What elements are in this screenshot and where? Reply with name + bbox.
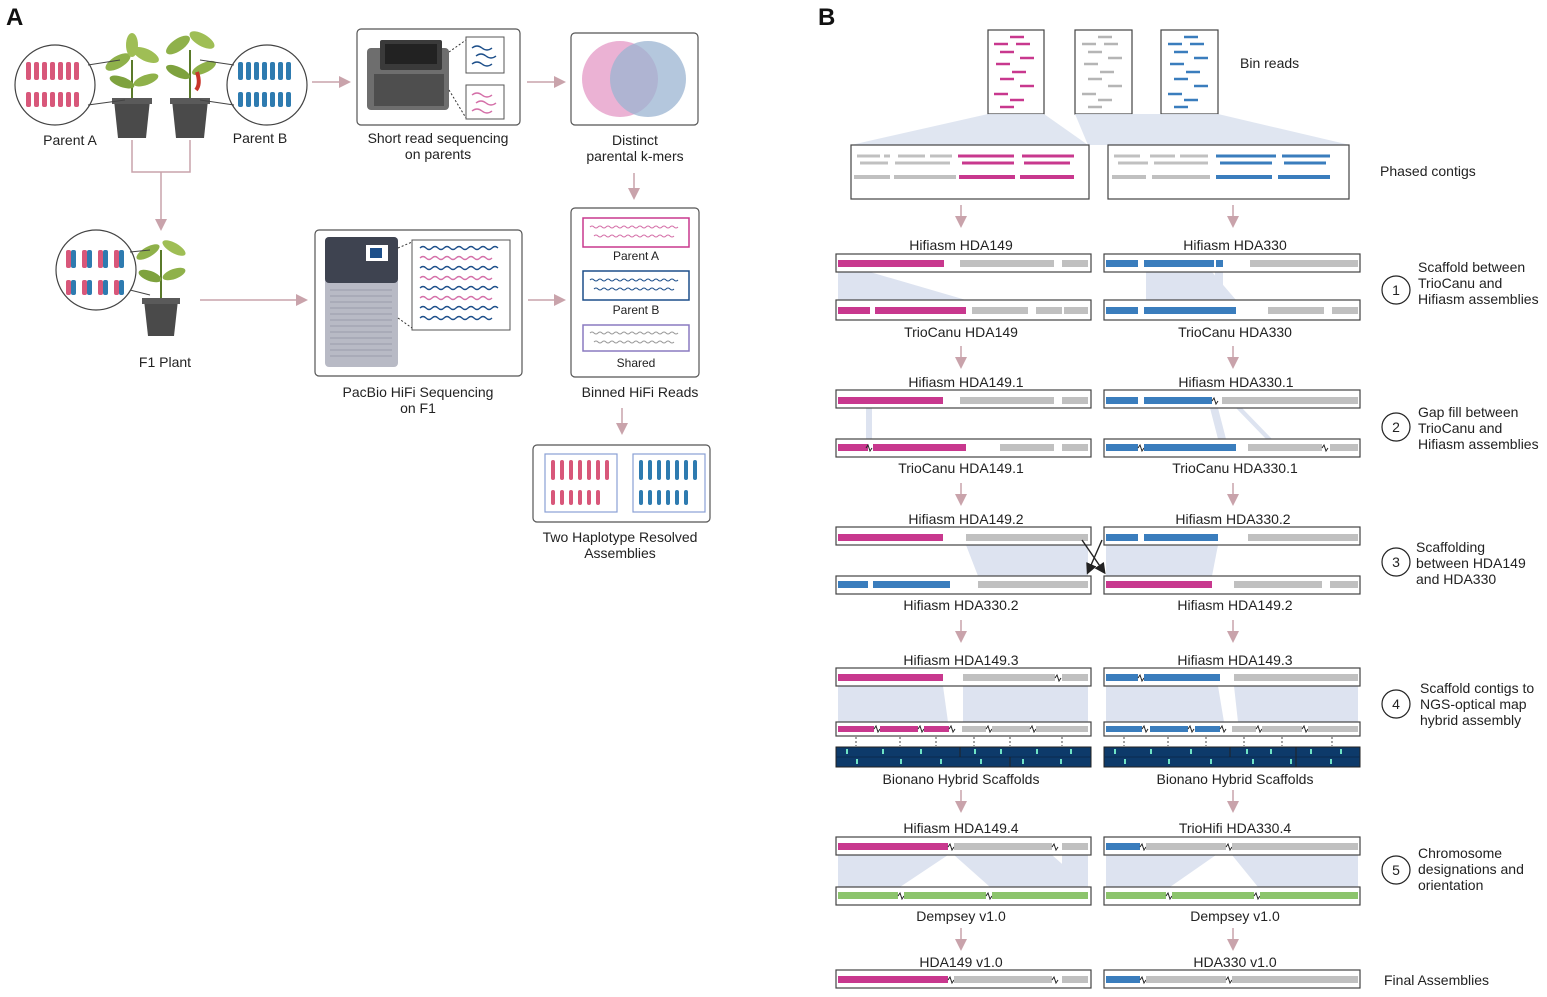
haplotype-b-icon — [639, 460, 697, 505]
step4-top-right-track — [1103, 667, 1361, 687]
step1-top-right-track — [1103, 253, 1361, 273]
kmers-label-1: Distinct — [612, 132, 658, 148]
kmers-label-2: parental k-mers — [586, 148, 684, 164]
parent-b-label: Parent B — [232, 130, 288, 146]
step3-number: 3 — [1392, 554, 1400, 570]
f1-chromosomes-circle — [55, 229, 137, 311]
panel-a — [14, 28, 711, 523]
step1-number: 1 — [1392, 282, 1400, 298]
step3-desc-1: Scaffolding — [1416, 539, 1486, 555]
step2-number-circle — [1381, 412, 1411, 442]
step3-top-right-label: Hifiasm HDA330.2 — [1175, 511, 1291, 527]
pacbio-label-2: on F1 — [400, 400, 436, 416]
sequencer-icon — [367, 40, 449, 110]
bionano-map-right — [1103, 746, 1361, 768]
step3-bottom-right-label: Hifiasm HDA149.2 — [1177, 597, 1293, 613]
step2-bottom-left-label: TrioCanu HDA149.1 — [898, 460, 1024, 476]
step4-desc-1: Scaffold contigs to — [1420, 680, 1535, 696]
step1-desc-3: Hifiasm assemblies — [1418, 291, 1539, 307]
step1-bottom-right-label: TrioCanu HDA330 — [1178, 324, 1292, 340]
parent-b-chromosomes-icon — [238, 62, 291, 107]
parent-b-chromosomes-circle — [226, 44, 308, 126]
step1-top-right-label: Hifiasm HDA330 — [1183, 237, 1287, 253]
bin-parent-a-label: Parent A — [612, 249, 660, 263]
final-right-label: HDA330 v1.0 — [1193, 954, 1277, 970]
step5-bottom-left-label: Dempsey v1.0 — [916, 908, 1006, 924]
step4-top-left-label: Hifiasm HDA149.3 — [903, 652, 1019, 668]
step4-bottom-right-label: Bionano Hybrid Scaffolds — [1156, 771, 1314, 787]
step4-bottom-left-label: Bionano Hybrid Scaffolds — [882, 771, 1040, 787]
bionano-map-left — [835, 746, 1092, 768]
two-haplotype-label-2: Assemblies — [584, 545, 656, 561]
step1-desc-1: Scaffold between — [1418, 259, 1526, 275]
step5-top-left-label: Hifiasm HDA149.4 — [903, 820, 1019, 836]
phased-contig-right — [1107, 144, 1350, 200]
panel-b-label: B — [818, 4, 836, 31]
final-assemblies-label: Final Assemblies — [1384, 972, 1490, 988]
step2-desc-1: Gap fill between — [1418, 404, 1519, 420]
step5-number-circle — [1381, 855, 1411, 885]
venn-parent-b — [610, 41, 686, 117]
parent-a-chromosomes-icon — [26, 62, 79, 107]
step3-desc-3: and HDA330 — [1416, 571, 1497, 587]
step3-number-circle — [1381, 547, 1411, 577]
parent-a-chromosomes-circle — [14, 44, 96, 126]
step4-desc-2: NGS-optical map — [1420, 696, 1527, 712]
step3-bottom-left-track — [835, 575, 1092, 595]
bin-reads-label: Bin reads — [1240, 55, 1300, 71]
step2-top-left-label: Hifiasm HDA149.1 — [908, 374, 1024, 390]
step5-desc-2: designations and — [1418, 861, 1524, 877]
step3-top-left-label: Hifiasm HDA149.2 — [908, 511, 1024, 527]
phased-contig-left — [850, 144, 1090, 200]
step3-bottom-left-label: Hifiasm HDA330.2 — [903, 597, 1019, 613]
panel-a-label: A — [6, 4, 24, 31]
f1-chromosomes-icon — [66, 250, 124, 295]
final-left-label: HDA149 v1.0 — [919, 954, 1003, 970]
pacbio-sequencer-icon — [325, 237, 398, 367]
step1-top-left-label: Hifiasm HDA149 — [909, 237, 1013, 253]
step2-desc-3: Hifiasm assemblies — [1418, 436, 1539, 452]
f1-plant-icon — [136, 240, 186, 336]
step3-bottom-right-track — [1103, 575, 1361, 595]
step5-bottom-right-label: Dempsey v1.0 — [1190, 908, 1280, 924]
step4-number: 4 — [1392, 696, 1400, 712]
phased-contigs-label: Phased contigs — [1380, 163, 1476, 179]
haplotype-a-icon — [551, 460, 609, 505]
step5-top-right-label: TrioHifi HDA330.4 — [1178, 820, 1292, 836]
parent-a-label: Parent A — [43, 132, 97, 148]
bin-parent-b-label: Parent B — [612, 303, 660, 317]
parent-b-plant-icon — [166, 31, 216, 138]
step4-top-right-label: Hifiasm HDA149.3 — [1177, 652, 1293, 668]
step1-number-circle — [1381, 275, 1411, 305]
step4-desc-3: hybrid assembly — [1420, 712, 1522, 728]
parent-a-plant-icon — [105, 33, 159, 138]
step1-desc-2: TrioCanu and — [1418, 275, 1503, 291]
step1-bottom-left-label: TrioCanu HDA149 — [904, 324, 1018, 340]
short-read-label-2: on parents — [404, 146, 472, 162]
two-haplotype-label-1: Two Haplotype Resolved — [542, 529, 698, 545]
short-read-label-1: Short read sequencing — [367, 130, 509, 146]
binned-reads-label: Binned HiFi Reads — [581, 384, 699, 400]
step2-number: 2 — [1392, 419, 1400, 435]
step4-number-circle — [1381, 689, 1411, 719]
f1-plant-label: F1 Plant — [138, 354, 192, 370]
step3-desc-2: between HDA149 — [1416, 555, 1526, 571]
pacbio-label-1: PacBio HiFi Sequencing — [342, 384, 494, 400]
step5-number: 5 — [1392, 862, 1400, 878]
step2-bottom-right-label: TrioCanu HDA330.1 — [1172, 460, 1298, 476]
bin-shared-label: Shared — [616, 356, 656, 370]
panel-b — [835, 29, 1411, 989]
step5-desc-3: orientation — [1418, 877, 1484, 893]
step5-desc-1: Chromosome — [1418, 845, 1503, 861]
step2-desc-2: TrioCanu and — [1418, 420, 1503, 436]
step2-top-right-label: Hifiasm HDA330.1 — [1178, 374, 1294, 390]
